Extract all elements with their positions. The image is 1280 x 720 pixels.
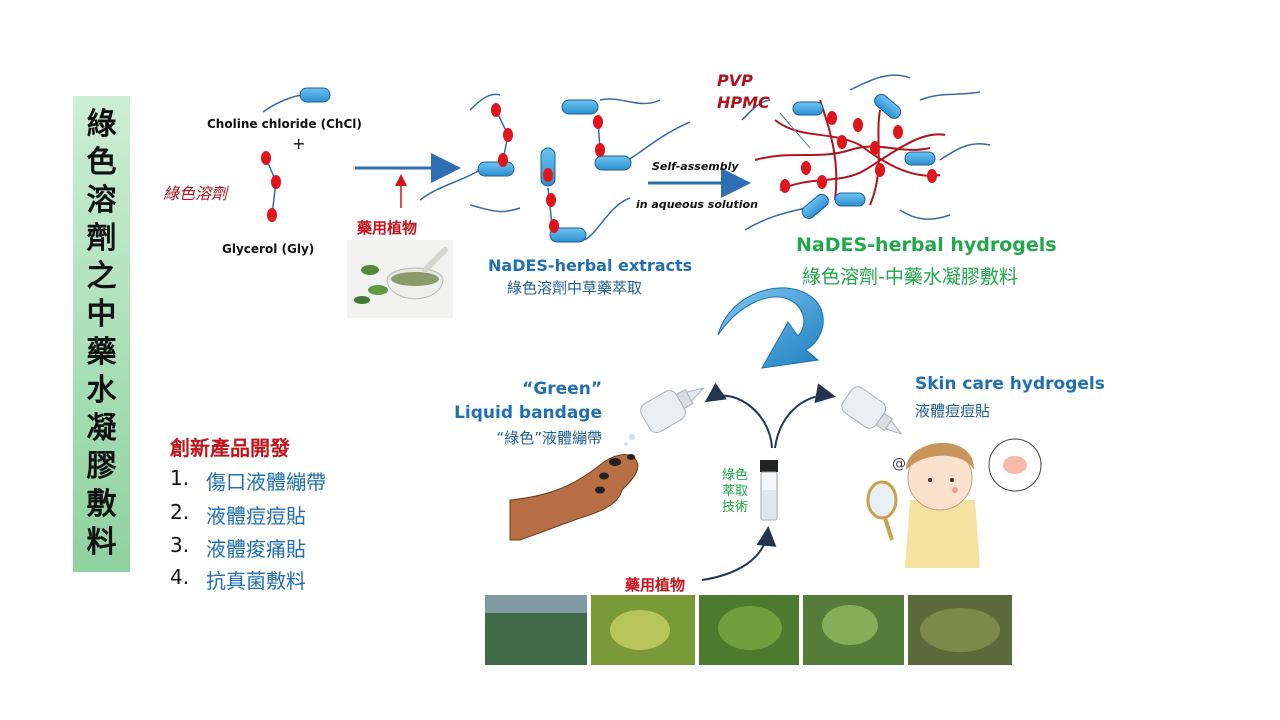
extraction-tech-line3: 技術 [722, 500, 749, 515]
plant-photo-strip [485, 595, 1012, 665]
skin-care-zh: 液體痘痘貼 [915, 402, 991, 420]
products-title: 創新產品開發 [170, 436, 290, 460]
banner-char: 料 [86, 525, 117, 560]
product-number: 4. [170, 565, 190, 589]
aqueous-label: in aqueous solution [636, 198, 758, 211]
hydrogels-zh-label: 綠色溶劑-中藥水凝膠敷料 [802, 266, 1018, 288]
extracts-zh-label: 綠色溶劑中草藥萃取 [507, 279, 643, 297]
mortar-photo [347, 240, 453, 318]
product-item: 2. 液體痘痘貼 [170, 500, 306, 529]
product-number: 1. [170, 466, 190, 490]
glycerol-molecule [261, 151, 281, 222]
svg-text:@: @ [892, 456, 906, 472]
product-item: 4. 抗真菌敷料 [170, 565, 306, 594]
plus-sign: + [292, 134, 306, 153]
glycerol-label: Glycerol (Gly) [222, 242, 315, 256]
banner-char: 溶 [86, 183, 117, 218]
dropper-bottle-right [841, 386, 903, 435]
hydrogels-en-label: NaDES-herbal hydrogels [796, 234, 1057, 256]
product-number: 3. [170, 533, 190, 557]
curved-flow-arrow [717, 287, 824, 369]
product-item: 1. 傷口液體繃帶 [170, 466, 326, 495]
banner-char: 膠 [86, 449, 117, 484]
extracts-en-label: NaDES-herbal extracts [488, 256, 693, 275]
polymer-labels: PVP HPMC [717, 70, 770, 114]
hand-illustration [509, 454, 639, 541]
hpmc-label: HPMC [717, 93, 770, 112]
pvp-label: PVP [717, 71, 753, 90]
banner-char: 之 [86, 259, 117, 294]
nades-extract-cluster [419, 93, 691, 243]
product-number: 2. [170, 500, 190, 524]
plant-label-top: 藥用植物 [357, 219, 418, 237]
extraction-tech-label: 綠色 萃取 技術 [722, 468, 748, 516]
banner-char: 色 [86, 145, 117, 180]
banner-char: 水 [86, 373, 117, 408]
dropper-bottle-left [640, 387, 706, 433]
product-item: 3. 液體痠痛貼 [170, 533, 306, 562]
extraction-vial [760, 460, 778, 521]
liquid-bandage-line2: Liquid bandage [454, 403, 602, 423]
vertical-title-banner: 綠色溶劑之中藥水凝膠敷料 [73, 96, 130, 572]
banner-char: 凝 [86, 411, 117, 446]
branch-arrow-left [704, 382, 773, 449]
self-assembly-label: Self-assembly [652, 160, 739, 173]
banner-char: 藥 [86, 335, 117, 370]
product-text: 抗真菌敷料 [206, 569, 306, 593]
extraction-tech-line2: 萃取 [722, 484, 749, 499]
product-text: 液體痠痛貼 [206, 537, 306, 561]
product-text: 傷口液體繃帶 [206, 470, 326, 494]
girl-illustration: @ [866, 438, 1042, 568]
banner-char: 綠 [86, 107, 117, 142]
plants-to-vial-arrow [701, 526, 777, 581]
branch-arrow-right [774, 383, 836, 449]
extraction-tech-line1: 綠色 [722, 468, 749, 483]
liquid-bandage-line1: “Green” [522, 379, 602, 399]
liquid-bandage-block: “Green” Liquid bandage [420, 377, 602, 425]
banner-char: 中 [86, 297, 117, 332]
product-text: 液體痘痘貼 [206, 504, 306, 528]
banner-char: 敷 [86, 487, 117, 522]
plant-label-bottom: 藥用植物 [625, 576, 686, 594]
skin-care-en: Skin care hydrogels [915, 374, 1105, 394]
choline-molecule [262, 87, 331, 113]
choline-label: Choline chloride (ChCl) [207, 117, 362, 131]
liquid-bandage-zh: “綠色”液體繃帶 [496, 429, 602, 447]
green-solvent-label: 綠色溶劑 [163, 184, 228, 203]
banner-char: 劑 [86, 221, 117, 256]
hydrogel-network [741, 74, 991, 231]
